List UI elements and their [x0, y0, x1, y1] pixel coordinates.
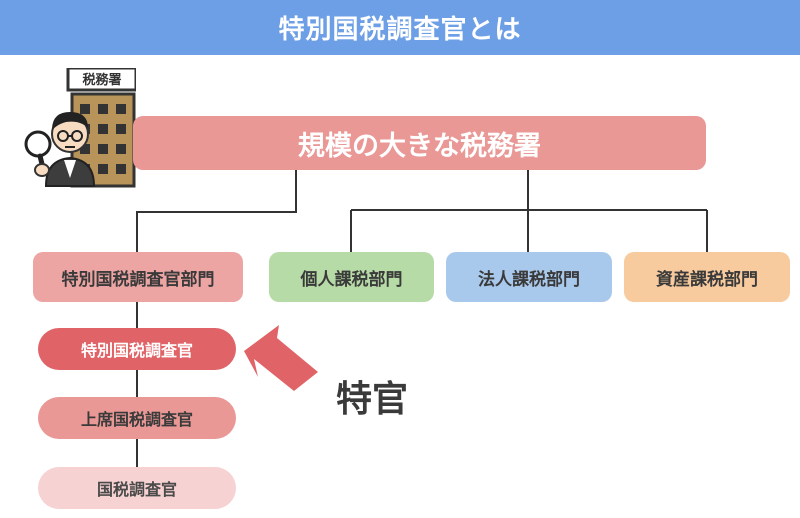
callout-label: 特官: [336, 379, 409, 420]
rank-senior-tax-investigator: 上席国税調査官: [38, 397, 236, 439]
dept-special-tax-investigator: 特別国税調査官部門: [33, 252, 243, 302]
dept-corporate-taxation: 法人課税部門: [446, 252, 612, 302]
large-tax-office-box: 規模の大きな税務署: [133, 116, 706, 170]
tax-office-sign: 税務署: [82, 72, 121, 88]
dept-asset-taxation: 資産課税部門: [624, 252, 790, 302]
rank-tax-investigator: 国税調査官: [38, 467, 236, 509]
tax-office-illustration: 税務署: [20, 66, 138, 192]
callout-arrow: [244, 325, 318, 391]
magnifying-glass-icon: [24, 130, 52, 177]
page-title: 特別国税調査官とは: [0, 0, 800, 55]
dept-individual-taxation: 個人課税部門: [269, 252, 434, 302]
rank-special-tax-investigator: 特別国税調査官: [38, 328, 236, 370]
connector-to-special-dept: [136, 170, 297, 252]
